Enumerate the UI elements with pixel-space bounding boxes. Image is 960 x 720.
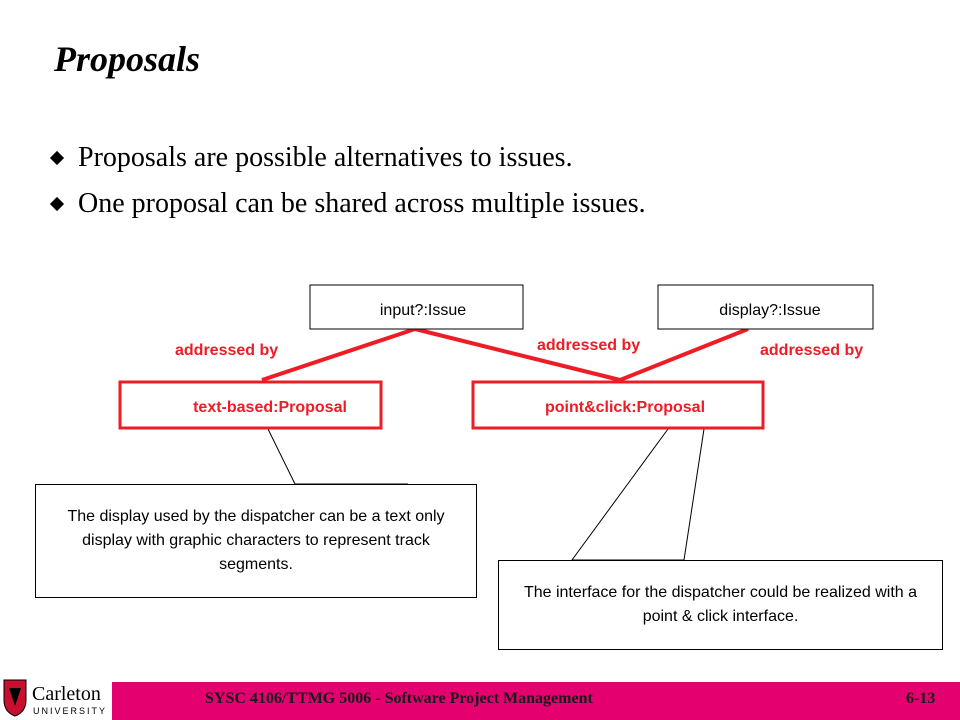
association-link: [261, 327, 416, 382]
bullet-item: Proposals are possible alternatives to i…: [49, 140, 646, 186]
footer-page-number: 6-13: [906, 690, 936, 707]
bullet-item: One proposal can be shared across multip…: [49, 186, 646, 232]
proposal-label: text-based:Proposal: [193, 399, 347, 416]
bullet-list: Proposals are possible alternatives to i…: [49, 140, 646, 232]
note-connector-right: [571, 428, 705, 561]
issue-box-display: [657, 284, 874, 330]
proposal-label: point&click:Proposal: [545, 399, 705, 416]
association-label: addressed by: [537, 337, 640, 354]
note-point-click: The interface for the dispatcher could b…: [498, 560, 943, 650]
proposal-box-text-based: [118, 380, 383, 430]
association-label: addressed by: [175, 342, 278, 359]
note-text: The interface for the dispatcher could b…: [523, 584, 918, 625]
association-label: addressed by: [760, 342, 863, 359]
bullet-text: Proposals are possible alternatives to i…: [78, 142, 573, 173]
issue-label: display?:Issue: [719, 302, 820, 319]
logo-name: Carleton: [32, 683, 101, 705]
note-text: The display used by the dispatcher can b…: [67, 508, 445, 573]
bullet-text: One proposal can be shared across multip…: [78, 188, 646, 219]
footer-course: SYSC 4106/TTMG 5006 - Software Project M…: [205, 690, 593, 707]
issue-label: input?:Issue: [380, 302, 466, 319]
proposal-box-point-click: [471, 380, 765, 430]
logo-sub: UNIVERSITY: [33, 706, 107, 716]
footer-bar: [112, 682, 960, 720]
shield-mark-icon: [9, 688, 21, 706]
carleton-logo: Carleton UNIVERSITY: [3, 679, 107, 717]
association-link: [414, 327, 621, 382]
note-text-display: The display used by the dispatcher can b…: [35, 484, 477, 598]
slide-title: Proposals: [54, 39, 201, 79]
note-connector-left: [267, 428, 408, 485]
issue-box-input: [309, 284, 524, 330]
association-link: [619, 327, 749, 382]
